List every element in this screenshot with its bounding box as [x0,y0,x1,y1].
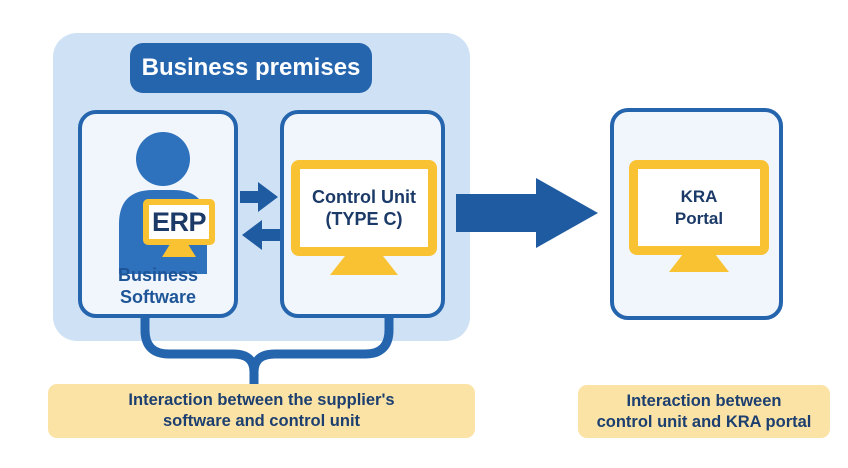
business-software-label: Business Software [117,265,199,307]
arrow-right-icon [240,182,280,250]
curly-brace-connector [140,316,394,384]
kra-portal-node: KRA Portal [610,108,783,320]
erp-screen-label: ERP [151,206,207,237]
business-premises-title-badge: Business premises [130,43,372,93]
erp-monitor-icon: ERP [143,199,215,245]
supplier-interaction-caption: Interaction between the supplier's softw… [48,384,475,438]
kra-interaction-caption: Interaction between control unit and KRA… [578,385,830,438]
erp-monitor-stand [162,245,196,257]
control-unit-node: Control Unit (TYPE C) [280,110,445,318]
supplier-interaction-caption-text: Interaction between the supplier's softw… [128,391,395,430]
control-unit-monitor-stand [330,256,398,275]
flow-arrow-right-icon [456,178,598,248]
kra-portal-monitor-icon: KRA Portal [629,160,769,255]
control-unit-screen-label: Control Unit (TYPE C) [312,187,416,229]
business-premises-title: Business premises [141,54,361,81]
control-unit-monitor-icon: Control Unit (TYPE C) [291,160,437,256]
kra-portal-screen-label: KRA Portal [674,186,724,228]
arrow-left-icon [242,220,280,250]
kra-portal-monitor-stand [669,255,729,272]
kra-interaction-caption-text: Interaction between control unit and KRA… [596,391,812,431]
business-software-node: ERP Business Software [78,110,238,318]
